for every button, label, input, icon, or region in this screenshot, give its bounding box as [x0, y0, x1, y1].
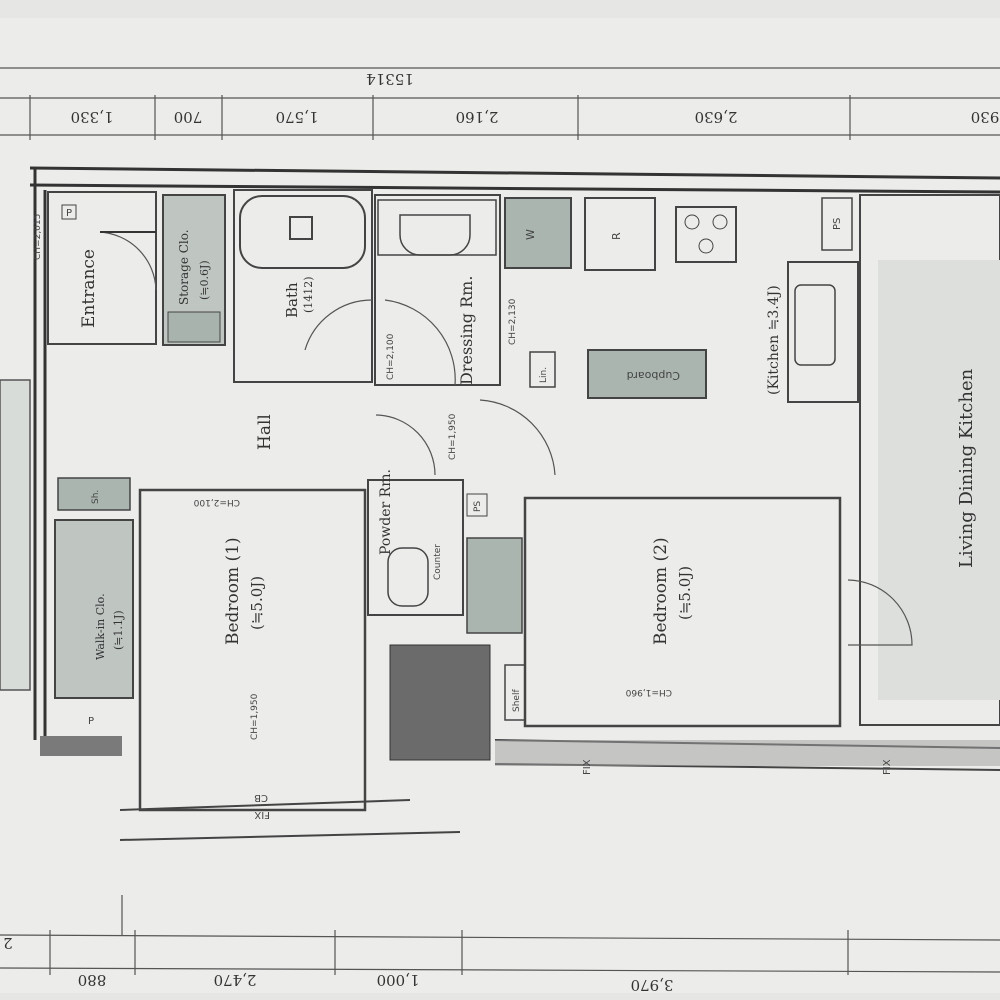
p-label-bottom: P: [88, 716, 94, 727]
dim-top-3: 1,570: [276, 108, 319, 126]
bath-drain: [289, 216, 313, 240]
dressing-label: Dressing Rm.: [457, 276, 476, 385]
toilet: [387, 547, 429, 607]
burner-3: [698, 238, 714, 254]
washbasin: [399, 214, 471, 256]
hall-door-swing: [479, 399, 556, 476]
powder-label: Powder Rm.: [378, 469, 394, 555]
bath-room: [233, 189, 373, 383]
dressing-door-swing: [384, 299, 456, 386]
bedroom2-room: [523, 496, 842, 728]
paper-background: [0, 18, 1000, 993]
dim-left: 2: [3, 934, 13, 952]
bottom-left-block: [40, 736, 122, 756]
dressing-room: [374, 194, 501, 386]
entrance-label: Entrance: [79, 249, 99, 328]
bedroom2-area: (≒5.0J): [676, 566, 694, 620]
bedroom1-label: Bedroom (1): [223, 537, 243, 645]
ch-washer: CH=2,130: [508, 298, 518, 345]
ldk-floor: [878, 260, 1000, 700]
shelf-box: [504, 664, 526, 721]
dim-top-6: 930: [971, 108, 1000, 126]
walkin-area: (≒1.1J): [112, 610, 125, 650]
storage-label: Storage Clo.: [177, 229, 191, 305]
burner-2: [712, 214, 728, 230]
ch-bedroom2: CH=1,960: [625, 687, 672, 697]
storage-shoe: [167, 311, 221, 343]
burner-1: [684, 214, 700, 230]
fix-label-bedroom1: FIX: [254, 809, 270, 820]
bottom-dimension-lines: [0, 895, 1000, 975]
dim-total: 15314: [366, 70, 414, 88]
bath-door-swing: [304, 299, 373, 351]
counter-closet: [466, 537, 523, 634]
hall-door-swing-2: [375, 414, 436, 476]
p-box-entrance: [61, 204, 77, 220]
p-label-entrance: P: [66, 208, 72, 219]
ldk-label: Living Dining Kitchen: [956, 368, 977, 568]
structural-column: [389, 644, 491, 761]
fix-label-bedroom2: FIX: [582, 759, 593, 775]
top-dimension-texts: 15314 1,330 700 1,570 2,160 2,630 930: [71, 70, 1000, 126]
dim-top-5: 2,630: [695, 108, 738, 126]
dim-top-4: 2,160: [456, 108, 499, 126]
ch-entrance: CH=2,015: [33, 214, 43, 260]
bedroom1-room: [138, 488, 367, 812]
shelf-label: Shelf: [512, 689, 522, 712]
ps-box-ldk: [821, 197, 853, 251]
ch-bedroom1: CH=1,950: [250, 693, 260, 740]
cupboard-label: Cupboard: [627, 369, 680, 382]
entrance-door-swing: [99, 231, 157, 291]
washer-space: [504, 197, 572, 269]
kitchen-island: [787, 261, 859, 403]
bedroom2-label: Bedroom (2): [651, 537, 671, 645]
r-label: R: [610, 232, 623, 240]
dim-top-1: 1,330: [71, 108, 114, 126]
fridge-space: [584, 197, 656, 271]
w-label: W: [524, 229, 537, 240]
ps-box-center: [466, 493, 488, 517]
storage-area: (≒0.6J): [198, 260, 211, 300]
ch-bedroom1-top: CH=2,100: [193, 497, 240, 507]
bedroom1-area: (≒5.0J): [248, 576, 266, 630]
left-strip: [0, 379, 31, 691]
ch-dressing: CH=2,100: [386, 333, 396, 380]
entrance-room: [47, 191, 157, 345]
ps-label-ldk: PS: [832, 218, 843, 230]
shoe-shelf: [57, 477, 131, 511]
dim-top-2: 700: [174, 108, 203, 126]
stove: [675, 206, 737, 263]
hall-label: Hall: [255, 414, 275, 450]
dim-bottom-3: 1,000: [377, 971, 420, 989]
bottom-dimension-texts: 880 2,470 1,000 3,970 2: [3, 934, 673, 994]
ldk-door-swing: [847, 579, 913, 646]
balcony-wall-fill: [495, 740, 1000, 766]
bath-label: Bath: [283, 282, 301, 318]
dim-bottom-1: 880: [78, 971, 107, 989]
kitchen-counter: [587, 349, 707, 399]
counter-label: Counter: [433, 544, 443, 580]
linen-closet: [529, 351, 556, 388]
powder-room: [367, 479, 464, 616]
sh-label: Sh.: [91, 490, 101, 504]
ldk-room: [859, 194, 1000, 726]
ch-hall: CH=1,950: [448, 413, 458, 460]
kitchen-sink: [794, 284, 836, 366]
fix-label-ldk: FIX: [882, 759, 893, 775]
walkin-label: Walk-in Clo.: [94, 593, 107, 660]
dim-bottom-4: 3,970: [631, 976, 674, 994]
dim-bottom-2: 2,470: [214, 971, 257, 989]
lin-label: Lin.: [539, 367, 549, 383]
bathtub: [239, 195, 366, 269]
top-dimension-lines: [0, 67, 1000, 140]
walkin-closet: [54, 519, 134, 699]
exterior-walls: [29, 166, 1000, 740]
ps-label-center: PS: [473, 501, 483, 512]
kitchen-label: (Kitchen ≒3.4J): [766, 285, 782, 395]
bath-size: (1412): [302, 276, 315, 313]
cb-label: CB: [254, 792, 268, 803]
